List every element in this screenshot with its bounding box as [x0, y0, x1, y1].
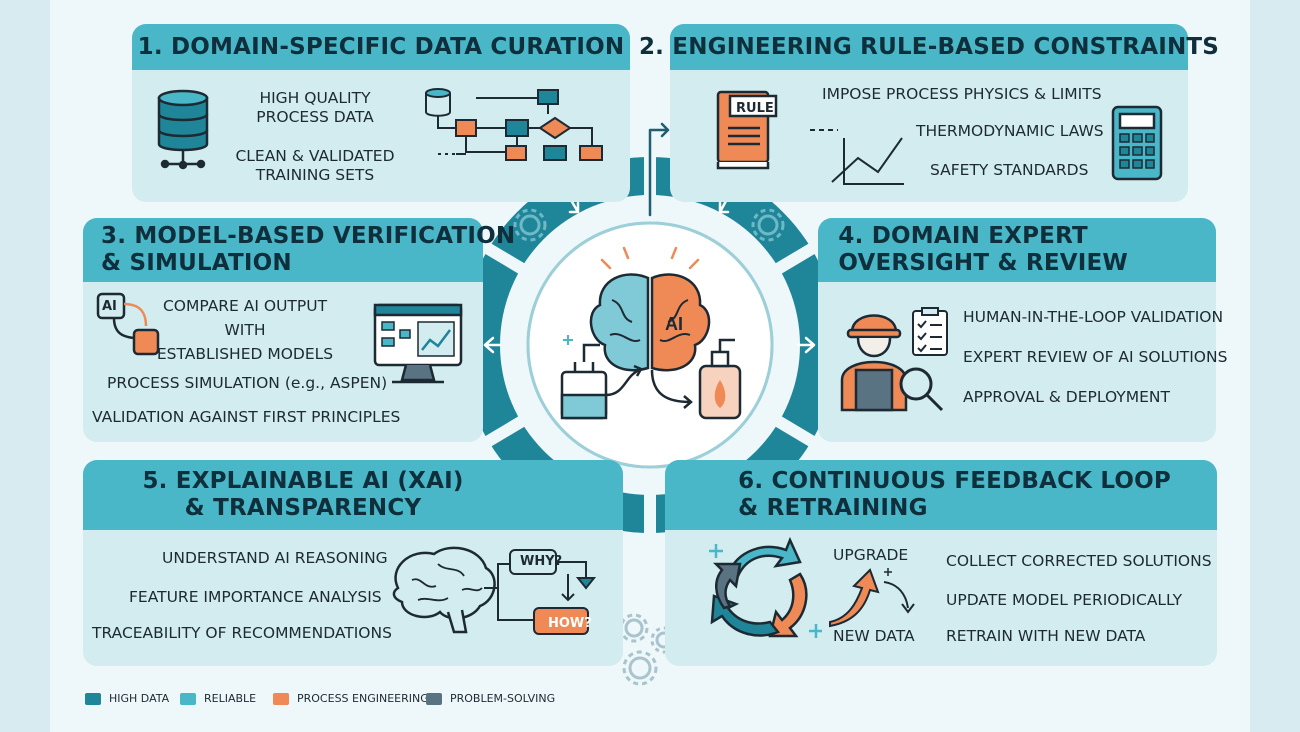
- item-text: IMPOSE PROCESS PHYSICS & LIMITS: [822, 85, 1102, 103]
- item-text: SAFETY STANDARDS: [930, 161, 1089, 179]
- item-text: APPROVAL & DEPLOYMENT: [963, 388, 1170, 406]
- panel-title: 6. CONTINUOUS FEEDBACK LOOP & RETRAINING: [665, 460, 1217, 530]
- upgrade-label: UPGRADE: [833, 546, 909, 564]
- item-text: RETRAIN WITH NEW DATA: [946, 627, 1146, 645]
- legend-label: PROBLEM-SOLVING: [450, 692, 556, 705]
- ai-compare-icon: [96, 292, 160, 356]
- brain-outline-icon: [392, 546, 597, 635]
- panel-title: 5. EXPLAINABLE AI (XAI) & TRANSPARENCY: [83, 460, 623, 530]
- cycle-arrows-icon: [709, 536, 822, 638]
- why-how-flow-icon: [484, 549, 597, 635]
- data-flow-diagram-icon: [425, 88, 603, 161]
- item-text: COMPARE AI OUTPUT WITH ESTABLISHED MODEL…: [156, 297, 334, 363]
- legend-swatch: [273, 692, 289, 705]
- item-text: HUMAN-IN-THE-LOOP VALIDATION: [963, 308, 1224, 326]
- legend-item: PROBLEM-SOLVING: [426, 692, 555, 705]
- legend-label: PROCESS ENGINEERING: [297, 692, 429, 705]
- item-text: TRACEABILITY OF RECOMMENDATIONS: [92, 624, 392, 642]
- database-icon: [157, 89, 209, 170]
- item-text: PROCESS SIMULATION (e.g., ASPEN): [107, 374, 388, 392]
- legend-label: RELIABLE: [204, 692, 257, 705]
- upgrade-arrow-icon: [829, 568, 915, 628]
- panel-title: 4. DOMAIN EXPERT OVERSIGHT & REVIEW: [818, 218, 1216, 282]
- ai-badge-text: AI: [102, 299, 117, 314]
- panel-title: 2. ENGINEERING RULE-BASED CONSTRAINTS: [639, 24, 1219, 70]
- how-bubble-label: HOW?: [548, 616, 592, 631]
- arrow-right-icon: [796, 336, 816, 354]
- item-text: EXPERT REVIEW OF AI SOLUTIONS: [963, 348, 1228, 366]
- gear-icon: [513, 208, 547, 242]
- sparkle-icon: [563, 335, 573, 345]
- brain-ai-icon: [589, 246, 711, 372]
- why-bubble-label: WHY?: [520, 554, 563, 569]
- legend-item: PROCESS ENGINEERING: [273, 692, 429, 705]
- flask-flame-icon: [650, 338, 742, 420]
- reactor-vessel-icon: [560, 343, 643, 420]
- hub-ai-label: AI: [665, 314, 683, 334]
- item-text: UNDERSTAND AI REASONING: [162, 549, 388, 567]
- legend-swatch: [180, 692, 196, 705]
- engineer-icon: [840, 314, 944, 412]
- legend-label: HIGH DATA: [109, 692, 170, 705]
- item-text: CLEAN & VALIDATED TRAINING SETS: [235, 147, 395, 184]
- item-text: VALIDATION AGAINST FIRST PRINCIPLES: [92, 408, 401, 426]
- item-text: THERMODYNAMIC LAWS: [916, 122, 1104, 140]
- magnifier-icon: [899, 367, 944, 412]
- arrow-left-icon: [483, 336, 502, 354]
- calculator-icon: [1111, 105, 1163, 181]
- panel-feedback-loop: 6. CONTINUOUS FEEDBACK LOOP & RETRAINING: [665, 460, 1217, 666]
- rule-badge-text: RULE: [736, 101, 774, 116]
- legend-item: HIGH DATA: [85, 692, 169, 705]
- legend-swatch: [426, 692, 442, 705]
- item-text: COLLECT CORRECTED SOLUTIONS: [946, 552, 1212, 570]
- item-text: HIGH QUALITY PROCESS DATA: [256, 89, 374, 126]
- item-text: FEATURE IMPORTANCE ANALYSIS: [129, 588, 382, 606]
- monitor-simulation-icon: [373, 303, 463, 384]
- checklist-icon: [912, 307, 948, 356]
- panel-title: 3. MODEL-BASED VERIFICATION & SIMULATION: [83, 218, 515, 282]
- item-text: UPDATE MODEL PERIODICALLY: [946, 591, 1183, 609]
- new-data-label: NEW DATA: [833, 627, 915, 645]
- panel-rule-constraints: 2. ENGINEERING RULE-BASED CONSTRAINTS: [639, 24, 1219, 202]
- sparkle-icon: [709, 544, 723, 558]
- sparkle-icon: [809, 624, 822, 638]
- legend-swatch: [85, 692, 101, 705]
- hub-circle: [526, 221, 774, 469]
- legend-item: RELIABLE: [180, 692, 256, 705]
- panel-data-curation: 1. DOMAIN-SPECIFIC DATA CURATION: [132, 24, 630, 202]
- arrow-up-icon: [648, 122, 670, 217]
- gear-icon: [751, 208, 785, 242]
- panel-title: 1. DOMAIN-SPECIFIC DATA CURATION: [132, 24, 630, 70]
- trend-chart-icon: [810, 129, 904, 185]
- rule-book-icon: [716, 90, 778, 170]
